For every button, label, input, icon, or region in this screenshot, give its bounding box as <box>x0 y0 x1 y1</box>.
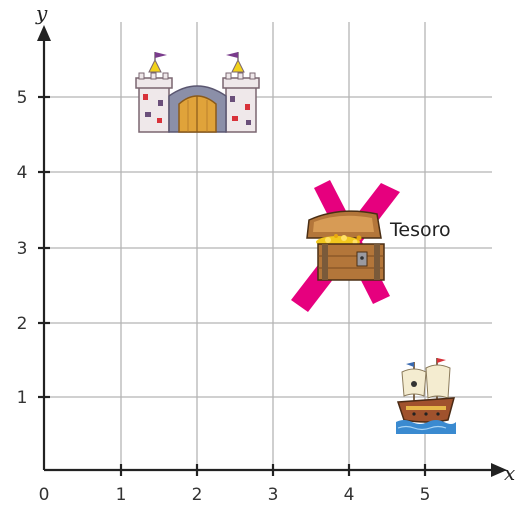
x-axis-arrow-icon <box>491 463 507 477</box>
y-tick-label-4: 4 <box>17 163 28 183</box>
y-tick-label-1: 1 <box>17 388 28 408</box>
castle-icon <box>135 52 260 133</box>
x-tick-label-1: 1 <box>116 485 127 505</box>
treasure-label: Tesoro <box>389 219 451 241</box>
y-axis-name: y <box>35 1 48 25</box>
y-tick-label-3: 3 <box>17 239 28 259</box>
x-tick-label-3: 3 <box>268 485 279 505</box>
y-tick-label-2: 2 <box>17 314 28 334</box>
axes <box>37 25 507 477</box>
x-tick-label-0: 0 <box>39 485 50 505</box>
y-tick-label-5: 5 <box>17 88 28 108</box>
x-tick-label-2: 2 <box>192 485 203 505</box>
x-tick-label-4: 4 <box>344 485 355 505</box>
x-axis-name: x <box>504 461 515 485</box>
x-tick-label-5: 5 <box>420 485 431 505</box>
y-axis-arrow-icon <box>37 25 51 41</box>
treasure-chest-icon <box>306 210 385 281</box>
pirate-ship-icon <box>396 358 456 434</box>
